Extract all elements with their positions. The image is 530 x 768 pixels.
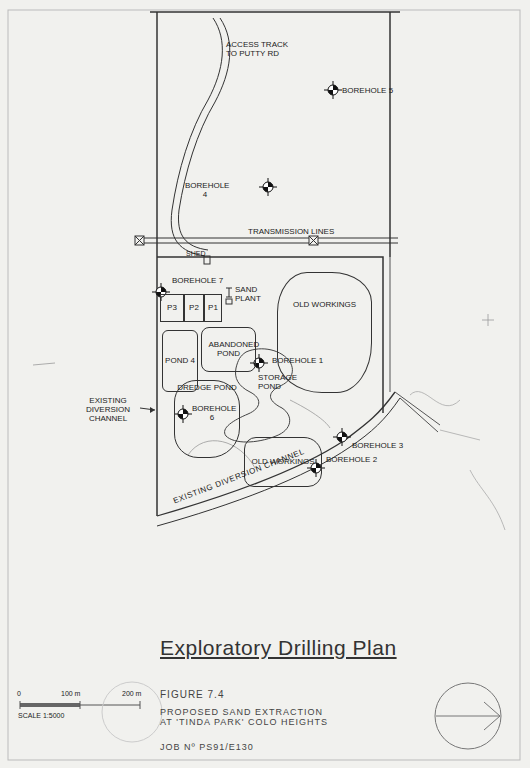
drawing-title: Exploratory Drilling Plan — [160, 636, 397, 660]
map-label: PROPOSED SAND EXTRACTION AT 'TINDA PARK'… — [160, 707, 330, 728]
node-label: OLD WORKINGS — [293, 301, 356, 310]
node-label: P2 — [189, 304, 199, 313]
map-label: TRANSMISSION LINES — [248, 227, 334, 236]
node-label: DREDGE POND — [177, 384, 237, 393]
map-label: SHED — [186, 250, 205, 258]
map-label: BOREHOLE 2 — [326, 455, 377, 464]
map-label: FIGURE 7.4 — [160, 689, 224, 701]
pond-outline: ABANDONED POND — [201, 327, 256, 372]
map-label: BOREHOLE 5 — [342, 86, 393, 95]
pond-outline: P1 — [204, 294, 222, 322]
map-label: BOREHOLE 3 — [352, 441, 403, 450]
pond-outline: P3 — [160, 294, 184, 322]
node-label: POND 4 — [165, 357, 195, 366]
map-label: BOREHOLE 1 — [272, 356, 323, 365]
pond-outline: P2 — [184, 294, 204, 322]
map-label: SAND PLANT — [235, 285, 271, 303]
map-label: BOREHOLE 7 — [172, 276, 223, 285]
node-label: ABANDONED POND — [209, 341, 249, 359]
map-label: 200 m — [122, 690, 141, 698]
map-label: 0 — [17, 690, 21, 698]
map-label: 100 m — [61, 690, 80, 698]
map-label: EXISTING DIVERSION CHANNEL — [78, 396, 138, 424]
pond-outline: DREDGE POND — [174, 380, 240, 458]
map-label: ACCESS TRACK TO PUTTY RD — [226, 40, 294, 58]
map-label: STORAGE POND — [258, 373, 294, 391]
pond-outline: POND 4 — [162, 330, 198, 392]
node-label: P3 — [167, 304, 177, 313]
map-label: JOB Nº PS91/E130 — [160, 742, 254, 752]
map-label: EXISTING DIVERSION CHANNEL — [172, 447, 306, 506]
node-label: P1 — [208, 304, 218, 313]
map-label: BOREHOLE 4 — [185, 181, 225, 199]
map-label: BOREHOLE 6 — [192, 404, 232, 422]
map-label: SCALE 1:5000 — [18, 712, 64, 720]
